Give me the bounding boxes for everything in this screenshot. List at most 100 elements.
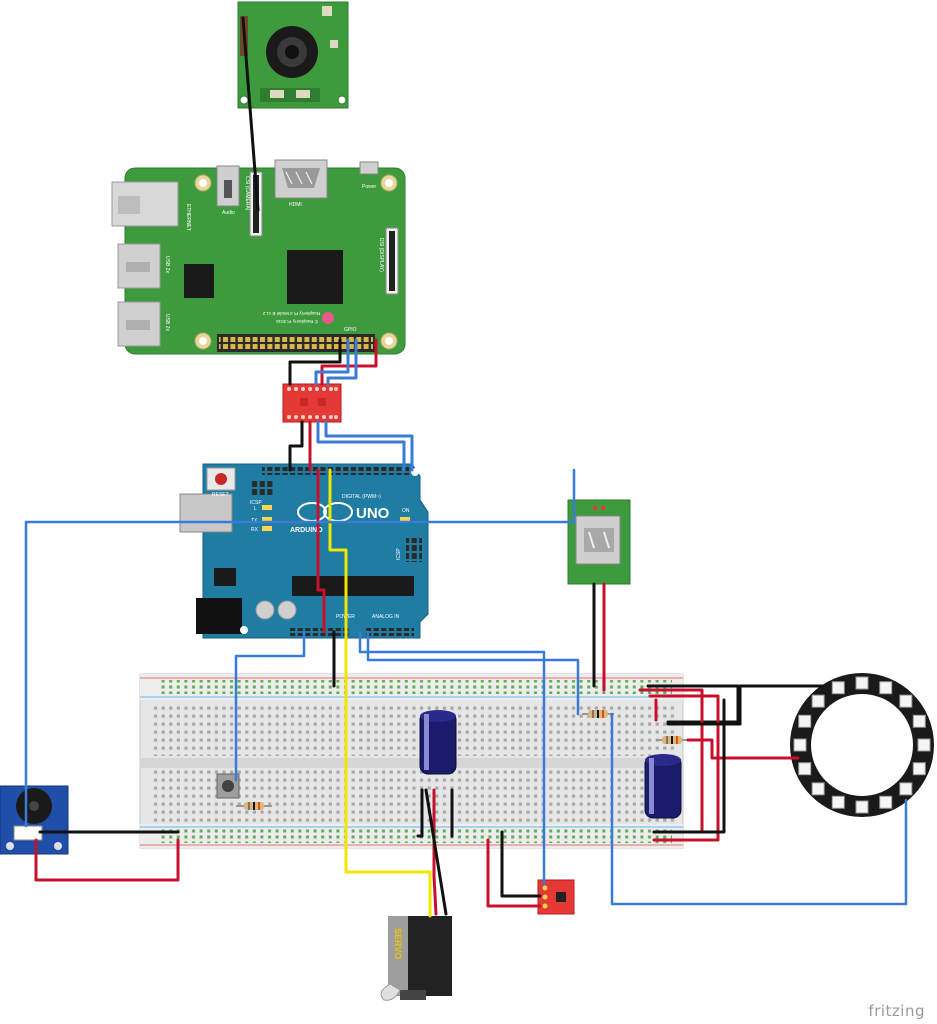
neopixel-led [879, 681, 893, 695]
wire-buzzer-vcc [34, 838, 180, 882]
wire-servo-gnd [424, 788, 448, 916]
dsi-label: DSI (DISPLAY) [378, 238, 384, 272]
neopixel-led [798, 714, 812, 728]
digital-header [262, 467, 414, 475]
neopixel-led [912, 762, 926, 776]
icsp-header-2 [406, 538, 422, 562]
usb-port-2: USB 2x [117, 301, 170, 347]
hdmi-port: HDMI [274, 159, 328, 208]
arduino-usb-port [179, 493, 233, 533]
uno-logo-text: UNO [356, 505, 390, 522]
wire-ls-blue-2 [324, 420, 414, 472]
servo-label: SERVO [393, 928, 403, 959]
neopixel-led [811, 782, 825, 796]
digital-label: DIGITAL (PWM~) [342, 494, 381, 500]
power-header [290, 628, 350, 636]
audio-label: Audio [222, 210, 235, 216]
wire-ring-gnd-2 [666, 684, 824, 726]
on-label: ON [402, 508, 410, 514]
wire-ls-blue-1 [316, 420, 406, 472]
wires [24, 16, 908, 918]
wire-ls-black [288, 420, 304, 472]
neopixel-led [831, 795, 845, 809]
wire-ring-data [610, 712, 908, 906]
dc-power-jack [196, 598, 242, 634]
icsp-header-1 [250, 480, 274, 496]
icsp-label-2: ICSP [396, 548, 402, 560]
neopixel-led [855, 800, 869, 814]
wire-sensor-gnd [500, 830, 542, 898]
lan-chip [184, 264, 214, 298]
neopixel-led [917, 738, 931, 752]
logic-level-converter [282, 383, 342, 423]
wire-button [234, 630, 306, 782]
analog-header [366, 628, 414, 636]
neopixel-led [899, 694, 913, 708]
csi-connector: CSI (CAMERA) [244, 171, 263, 237]
hdmi-label: HDMI [289, 202, 302, 208]
neopixel-led [831, 681, 845, 695]
resistor-2 [582, 710, 614, 718]
neopixel-led [912, 714, 926, 728]
wire-analog-2 [358, 630, 546, 886]
wire-ring-gnd-3 [652, 698, 726, 834]
csi-label: CSI (CAMERA) [244, 176, 250, 211]
raspberry-logo-icon [322, 312, 334, 324]
neopixel-led [855, 676, 869, 690]
led-rx-label: RX [251, 527, 259, 533]
neopixel-led [798, 762, 812, 776]
resistor-1 [236, 802, 272, 810]
soc-chip [287, 250, 343, 304]
wire-sensor-vcc [486, 838, 542, 908]
wire-analog-1 [366, 630, 580, 716]
neopixel-led [793, 738, 807, 752]
wire-pi-blue-1 [314, 338, 350, 386]
breadboard [139, 673, 684, 849]
ethernet-port: ETHERNET [111, 181, 191, 231]
wire-pi-blue-2 [326, 338, 358, 386]
neopixel-led [879, 795, 893, 809]
wire-cap-gnd [416, 788, 424, 838]
neopixel-ring [790, 673, 934, 817]
capacitor-2 [644, 754, 682, 819]
usb-breakout-board [567, 499, 631, 585]
wire-servo-signal [328, 468, 432, 918]
audio-jack: Audio [216, 165, 240, 216]
usb-port-1: USB 2x [117, 243, 170, 289]
wire-arduino-red [316, 468, 326, 634]
analog-header-label: ANALOG IN [372, 614, 400, 620]
resistor-3 [656, 736, 688, 744]
power-label: Power [362, 184, 377, 190]
servo-motor: SERVO [380, 916, 452, 1001]
pi-copyright-text: © Raspberry Pi 2015 [276, 319, 318, 325]
wire-ring-power [686, 738, 800, 760]
arduino-brand-text: ARDUINO [290, 527, 323, 534]
camera-module [237, 1, 349, 109]
pi-model-text: Raspberry Pi 3 Model B v1.2 [262, 311, 320, 316]
wire-pi-black [288, 338, 342, 386]
arduino-uno-board: RESET ICSP ICSP DIGITAL (PWM~) L TX RX O… [179, 463, 429, 639]
ethernet-label: ETHERNET [185, 204, 191, 231]
atmega-chip [292, 576, 414, 596]
usb-label-1: USB 2x [164, 256, 170, 273]
gpio-header: GPIO [217, 327, 375, 352]
dsi-connector: DSI (DISPLAY) [378, 227, 399, 295]
power-port: Power [359, 161, 379, 190]
icsp-label-1: ICSP [250, 500, 262, 506]
gpio-label: GPIO [344, 327, 357, 333]
wire-buzzer-signal [24, 468, 576, 828]
fritzing-watermark: fritzing [868, 1002, 925, 1020]
reset-label: RESET [212, 492, 229, 498]
neopixel-leds [793, 676, 931, 814]
usb-label-2: USB 2x [164, 314, 170, 331]
push-button [216, 773, 240, 799]
wire-ring-vcc [648, 694, 720, 842]
wire-camera-ribbon [241, 16, 260, 212]
capacitor-1 [419, 710, 457, 775]
raspberry-pi-board: ETHERNET USB 2x USB 2x Audio CSI (CAMERA… [111, 159, 406, 355]
led-l-label: L [254, 506, 257, 512]
buzzer-module [0, 785, 69, 855]
wire-servo-vcc [432, 788, 438, 916]
sensor-module [537, 879, 575, 915]
